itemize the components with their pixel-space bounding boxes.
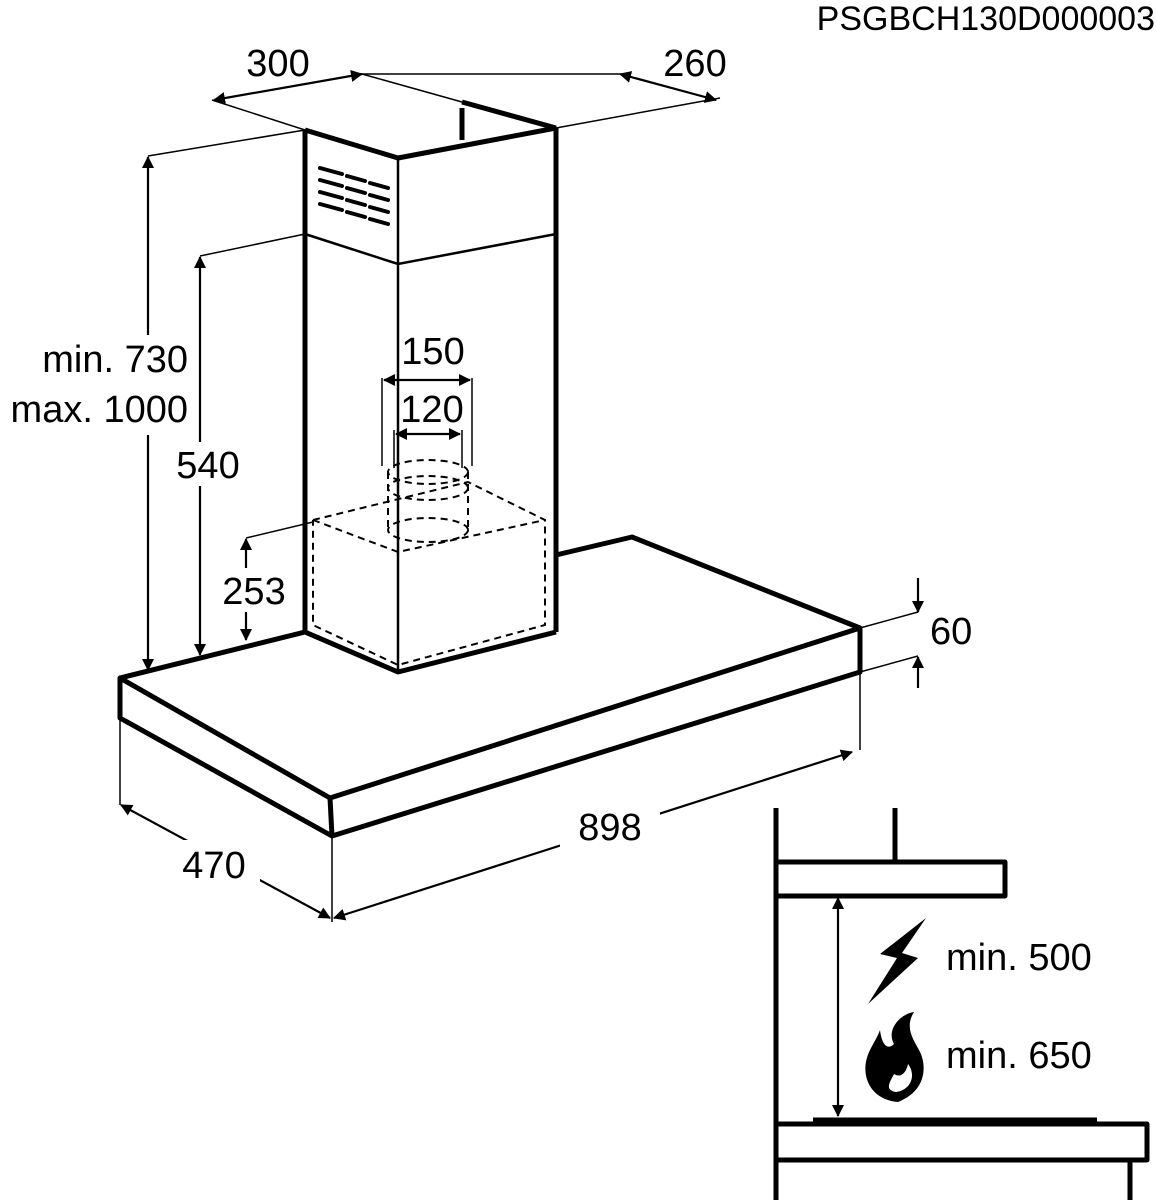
dim-chimney-depth-label: 260 (663, 43, 726, 85)
dim-duct (381, 374, 473, 468)
clearance-inset (773, 808, 1150, 1200)
dim-chimney-top (211, 69, 721, 131)
vent-grille (318, 166, 390, 226)
flame-icon (865, 1012, 924, 1102)
dim-canopy-thickness (859, 578, 924, 688)
dim-box-height-label: 253 (222, 571, 285, 613)
motor-box-hidden (312, 459, 546, 667)
dim-duct-inner-label: 120 (400, 389, 463, 431)
dim-height-min-label: min. 730 (42, 339, 188, 381)
dim-inner-chimney-label: 540 (176, 445, 239, 487)
gas-clearance-label: min. 650 (946, 1035, 1092, 1077)
dim-height-max-label: max. 1000 (11, 389, 188, 431)
dim-canopy-width (333, 672, 861, 921)
dim-canopy-thickness-label: 60 (930, 611, 972, 653)
document-code: PSGBCH130D000003 (817, 0, 1155, 38)
lightning-icon (868, 918, 926, 1004)
electric-clearance-label: min. 500 (946, 937, 1092, 979)
chimney (302, 99, 559, 675)
dim-canopy-width-label: 898 (578, 807, 641, 849)
dim-chimney-width-label: 300 (246, 43, 309, 85)
dim-duct-outer-label: 150 (401, 331, 464, 373)
dim-canopy-depth-label: 470 (182, 845, 245, 887)
